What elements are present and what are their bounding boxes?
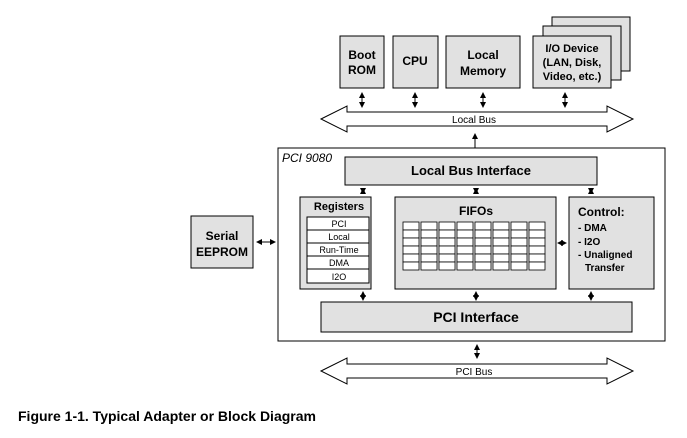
- fifo-cell: [438, 221, 456, 231]
- local-bus-arrow: Local Bus: [319, 105, 635, 133]
- serial-eeprom-block: Serial EEPROM: [190, 215, 254, 269]
- fifo-cell: [456, 253, 474, 263]
- control-item-i2o: - I2O: [578, 237, 600, 248]
- boot-rom-label-2: ROM: [348, 63, 376, 77]
- boot-rom-label-1: Boot: [348, 48, 375, 62]
- io-device-label-1: I/O Device: [545, 43, 598, 55]
- fifo-cell: [402, 253, 420, 263]
- fifo-cell: [528, 245, 546, 255]
- fifo-cell: [456, 237, 474, 247]
- pci-interface-connectors: [360, 291, 594, 301]
- io-device-label-2: (LAN, Disk,: [543, 57, 602, 69]
- fifo-cell: [492, 245, 510, 255]
- fifo-cell: [420, 237, 438, 247]
- fifo-cell: [528, 229, 546, 239]
- chip-name: PCI 9080: [282, 151, 332, 165]
- fifo-cell: [492, 237, 510, 247]
- fifo-cell: [492, 229, 510, 239]
- serial-eeprom-label-1: Serial: [206, 229, 239, 243]
- fifo-cell: [420, 229, 438, 239]
- fifo-cell-grid: [402, 221, 546, 271]
- fifo-cell: [474, 245, 492, 255]
- pci-interface-label: PCI Interface: [433, 309, 519, 325]
- io-device-stack: I/O Device (LAN, Disk, Video, etc.): [532, 16, 631, 89]
- fifo-cell: [456, 261, 474, 271]
- pci-bus-arrow: PCI Bus: [319, 357, 635, 385]
- fifo-cell: [438, 245, 456, 255]
- fifo-cell: [528, 221, 546, 231]
- fifo-cell: [510, 237, 528, 247]
- registers-block: Registers PCI Local Run-Time DMA I2O: [299, 196, 372, 290]
- serial-eeprom-label-2: EEPROM: [196, 245, 248, 259]
- fifos-title: FIFOs: [459, 204, 493, 218]
- fifo-cell: [510, 229, 528, 239]
- fifo-cell: [528, 237, 546, 247]
- local-bus-label: Local Bus: [452, 115, 496, 126]
- control-block: Control: - DMA - I2O - Unaligned Transfe…: [568, 196, 655, 290]
- register-i2o: I2O: [332, 272, 347, 282]
- fifo-cell: [528, 253, 546, 263]
- local-bus-interface-label: Local Bus Interface: [411, 163, 531, 178]
- fifo-cell: [402, 245, 420, 255]
- fifo-cell: [420, 245, 438, 255]
- local-memory-label-2: Memory: [460, 64, 506, 78]
- fifo-cell: [510, 245, 528, 255]
- fifo-cell: [474, 237, 492, 247]
- fifo-cell: [402, 221, 420, 231]
- fifo-cell: [510, 253, 528, 263]
- fifo-cell: [438, 253, 456, 263]
- register-dma: DMA: [329, 258, 349, 268]
- device-bus-connectors: [359, 92, 568, 108]
- control-item-dma: - DMA: [578, 223, 607, 234]
- local-bus-interface-block: Local Bus Interface: [344, 156, 598, 186]
- fifo-cell: [474, 261, 492, 271]
- control-item-unaligned: - Unaligned: [578, 250, 632, 261]
- figure-caption: Figure 1-1. Typical Adapter or Block Dia…: [18, 408, 316, 424]
- fifo-cell: [492, 253, 510, 263]
- fifo-cell: [402, 229, 420, 239]
- fifo-cell: [438, 237, 456, 247]
- local-memory-box: Local Memory: [445, 35, 521, 89]
- fifo-cell: [420, 221, 438, 231]
- control-item-transfer: Transfer: [585, 263, 625, 274]
- fifo-cell: [510, 221, 528, 231]
- fifo-cell: [438, 261, 456, 271]
- fifo-cell: [528, 261, 546, 271]
- lbi-connectors: [360, 188, 594, 194]
- fifo-cell: [420, 253, 438, 263]
- cpu-label: CPU: [402, 54, 427, 68]
- fifo-cell: [456, 229, 474, 239]
- fifo-cell: [474, 229, 492, 239]
- pci-bus-label: PCI Bus: [456, 367, 493, 378]
- fifo-cell: [492, 261, 510, 271]
- pci-interface-block: PCI Interface: [320, 301, 633, 333]
- fifo-cell: [420, 261, 438, 271]
- fifo-cell: [438, 229, 456, 239]
- cpu-box: CPU: [392, 35, 439, 89]
- control-title: Control:: [578, 205, 625, 219]
- fifo-cell: [474, 221, 492, 231]
- local-memory-label-1: Local: [467, 48, 498, 62]
- io-device-label-3: Video, etc.): [543, 71, 602, 83]
- fifo-cell: [492, 221, 510, 231]
- fifo-cell: [402, 237, 420, 247]
- fifo-cell: [456, 245, 474, 255]
- fifo-cell: [402, 261, 420, 271]
- register-run-time: Run-Time: [319, 245, 358, 255]
- register-local: Local: [328, 232, 350, 242]
- fifos-block: FIFOs: [394, 196, 557, 290]
- fifo-cell: [510, 261, 528, 271]
- register-pci: PCI: [331, 219, 346, 229]
- fifo-cell: [456, 221, 474, 231]
- boot-rom-box: Boot ROM: [339, 35, 385, 89]
- fifo-cell: [474, 253, 492, 263]
- registers-title: Registers: [314, 201, 364, 213]
